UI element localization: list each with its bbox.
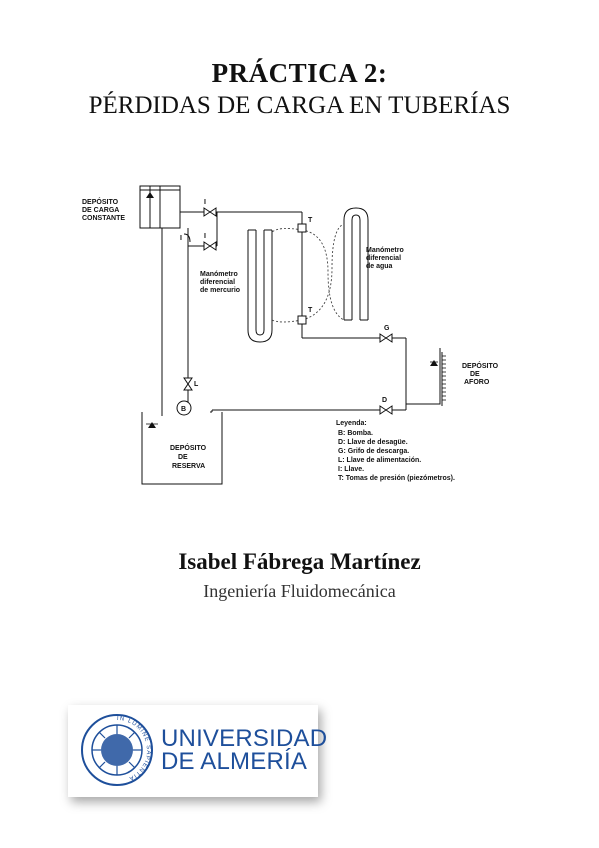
valve-I-bottom: [203, 241, 217, 251]
legend-title: Leyenda:: [336, 420, 367, 427]
valve-L: [183, 377, 193, 391]
label-L: L: [194, 381, 199, 388]
label-deposito-reserva-1: DEPÓSITO: [170, 443, 207, 452]
university-seal-icon: IN LUMINE SAPIENTIA: [81, 714, 153, 786]
label-manometro-agua-1: Manómetro: [366, 247, 404, 254]
university-name-line1: UNIVERSIDAD: [161, 725, 328, 752]
legend-item-2: G: Grifo de descarga.: [338, 448, 409, 455]
valve-D: [379, 405, 393, 415]
subject-name: Ingeniería Fluidomecánica: [203, 581, 396, 601]
university-name-line2: DE ALMERÍA: [161, 748, 308, 775]
label-deposito-aforo-1: DEPÓSITO: [462, 361, 499, 370]
label-deposito-carga-1: DEPÓSITO: [82, 197, 119, 206]
valve-I-top: [203, 207, 217, 217]
legend-item-4: I: Llave.: [338, 466, 364, 473]
label-D: D: [382, 397, 387, 404]
pump-B: [176, 400, 192, 416]
label-G: G: [384, 325, 390, 332]
label-I-left: I: [180, 235, 182, 242]
label-deposito-carga-3: CONSTANTE: [82, 215, 125, 222]
author-name: Isabel Fábrega Martínez: [178, 549, 421, 574]
label-manometro-mercurio-2: diferencial: [200, 279, 235, 286]
label-T-bottom: T: [308, 307, 313, 314]
document-title: PRÁCTICA 2:: [211, 58, 388, 88]
legend-item-1: D: Llave de desagüe.: [338, 439, 408, 446]
label-I-top: I: [204, 199, 206, 206]
label-manometro-mercurio-3: de mercurio: [200, 287, 240, 294]
pressure-tap-bottom: [297, 315, 307, 325]
label-I-bottom: I: [204, 233, 206, 240]
label-manometro-agua-2: diferencial: [366, 255, 401, 262]
legend-item-0: B: Bomba.: [338, 430, 373, 437]
valve-G: [379, 333, 393, 343]
label-deposito-aforo-2: DE: [470, 371, 480, 378]
legend-item-3: L: Llave de alimentación.: [338, 457, 421, 464]
label-deposito-reserva-2: DE: [178, 454, 188, 461]
pipe-flow-diagram: DEPÓSITO DE CARGA CONSTANTE I I I T T Ma…: [82, 185, 499, 485]
university-name: UNIVERSIDAD DE ALMERÍA: [161, 725, 328, 775]
pressure-tap-top: [297, 223, 307, 233]
label-manometro-mercurio-1: Manómetro: [200, 271, 238, 278]
document-subtitle: PÉRDIDAS DE CARGA EN TUBERÍAS: [88, 92, 511, 119]
label-manometro-agua-3: de agua: [366, 263, 393, 270]
label-T-top: T: [308, 217, 313, 224]
label-deposito-aforo-3: AFORO: [464, 379, 490, 386]
label-deposito-reserva-3: RESERVA: [172, 463, 205, 470]
legend-item-5: T: Tomas de presión (piezómetros).: [338, 475, 455, 482]
label-deposito-carga-2: DE CARGA: [82, 207, 119, 214]
label-B: B: [181, 406, 186, 413]
university-logo: IN LUMINE SAPIENTIA UNIVERSIDAD DE ALMER…: [68, 705, 327, 797]
